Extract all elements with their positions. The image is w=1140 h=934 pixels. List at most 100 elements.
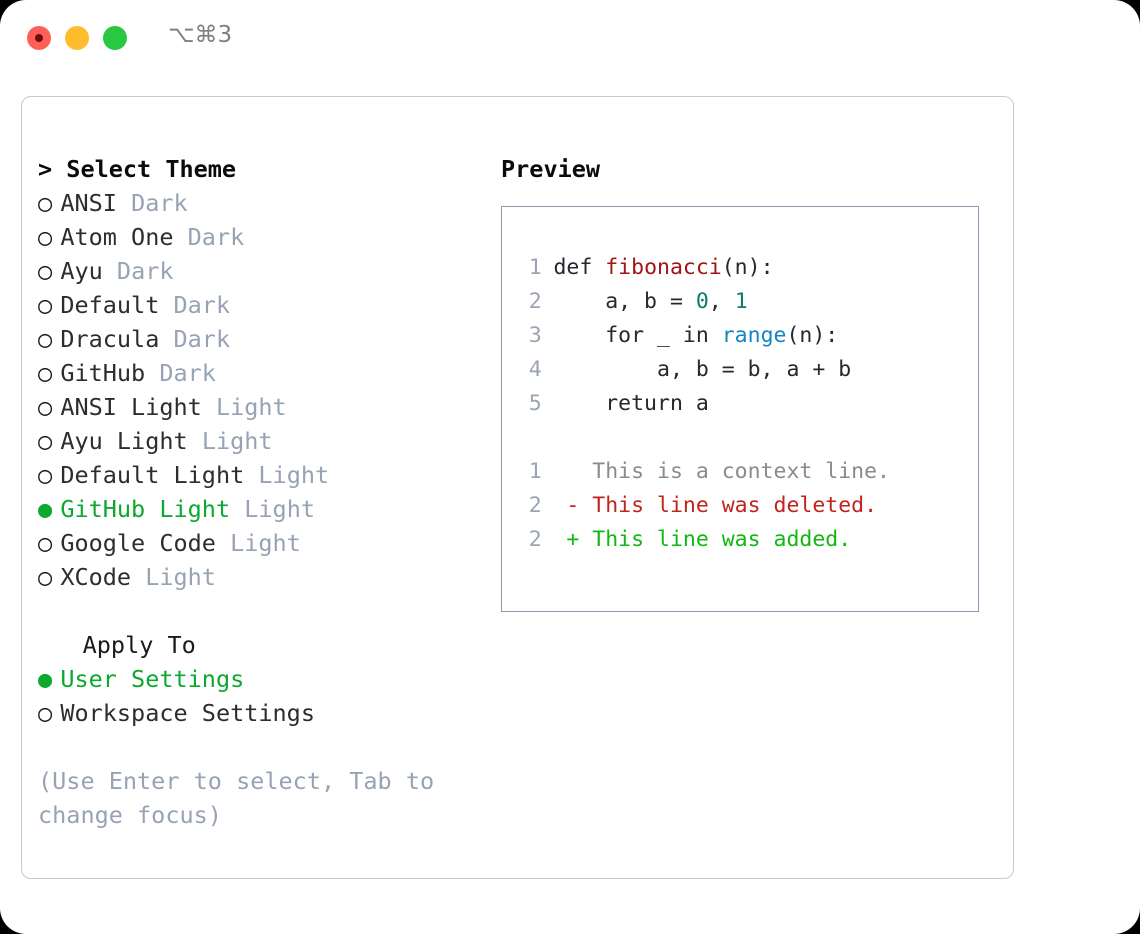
prompt-caret: >: [38, 155, 67, 183]
line-number: 3: [528, 323, 542, 348]
radio-unselected-icon: ○: [38, 223, 53, 251]
code-token-plain: ,: [708, 289, 735, 314]
theme-option-ayu-light[interactable]: ○Ayu Light Light: [38, 424, 478, 458]
code-token-num: 1: [734, 289, 748, 314]
radio-unselected-icon: ○: [38, 563, 53, 591]
theme-option-dracula[interactable]: ○Dracula Dark: [38, 322, 478, 356]
theme-option-tag: Dark: [159, 359, 216, 387]
code-line: 4 a, b = b, a + b: [502, 353, 978, 387]
theme-picker-column: > Select Theme ○ANSI Dark○Atom One Dark○…: [38, 152, 478, 832]
theme-option-github-light[interactable]: ●GitHub Light Light: [38, 492, 478, 526]
radio-unselected-icon: ○: [38, 393, 53, 421]
theme-option-label: Ayu: [60, 257, 103, 285]
code-token-fn: fibonacci: [605, 255, 722, 280]
theme-option-label: Google Code: [60, 529, 216, 557]
radio-unselected-icon: ○: [38, 189, 53, 217]
theme-option-tag: Dark: [131, 189, 188, 217]
title-bar: ⌥⌘3: [0, 0, 1140, 78]
theme-option-ansi-light[interactable]: ○ANSI Light Light: [38, 390, 478, 424]
select-theme-header: > Select Theme: [38, 152, 478, 186]
diff-sign: +: [553, 527, 580, 552]
apply-to-option-workspace-settings[interactable]: ○Workspace Settings: [38, 696, 478, 730]
theme-list: ○ANSI Dark○Atom One Dark○Ayu Dark○Defaul…: [38, 186, 478, 594]
diff-text: This line was added.: [579, 527, 852, 552]
diff-line: 2 - This line was deleted.: [502, 489, 978, 523]
keyboard-shortcut-label: ⌥⌘3: [168, 22, 233, 48]
code-line: 3 for _ in range(n):: [502, 319, 978, 353]
traffic-light-group: [27, 26, 127, 50]
preview-header: Preview: [501, 155, 601, 183]
theme-option-tag: Light: [244, 495, 315, 523]
code-token-plain: (n):: [721, 255, 774, 280]
line-number: 1: [528, 459, 542, 484]
theme-option-tag: Light: [230, 529, 301, 557]
theme-option-default[interactable]: ○Default Dark: [38, 288, 478, 322]
theme-option-label: Atom One: [60, 223, 174, 251]
radio-selected-icon: ●: [38, 495, 53, 523]
diff-sign: [553, 459, 579, 484]
line-number: 5: [528, 391, 542, 416]
code-token-plain: for _ in: [553, 323, 722, 348]
line-number: 2: [528, 493, 542, 518]
theme-option-label: ANSI Light: [60, 393, 202, 421]
radio-unselected-icon: ○: [38, 325, 53, 353]
diff-line: 2 + This line was added.: [502, 523, 978, 557]
radio-unselected-icon: ○: [38, 257, 53, 285]
theme-option-default-light[interactable]: ○Default Light Light: [38, 458, 478, 492]
theme-option-label: ANSI: [60, 189, 117, 217]
theme-option-label: GitHub Light: [60, 495, 231, 523]
theme-option-tag: Light: [215, 393, 287, 421]
line-number: 2: [528, 289, 542, 314]
theme-option-tag: Light: [201, 427, 273, 455]
main-panel: > Select Theme ○ANSI Dark○Atom One Dark○…: [21, 96, 1014, 879]
code-diff-spacer: [502, 421, 978, 455]
theme-apply-spacer: [38, 594, 478, 628]
diff-sign: -: [553, 493, 580, 518]
diff-sample: 1 This is a context line.2 - This line w…: [502, 455, 978, 557]
code-token-call: range: [721, 323, 787, 348]
maximize-button[interactable]: [103, 26, 127, 50]
theme-option-ayu[interactable]: ○Ayu Dark: [38, 254, 478, 288]
theme-option-github[interactable]: ○GitHub Dark: [38, 356, 478, 390]
theme-option-tag: Light: [145, 563, 216, 591]
diff-text: This is a context line.: [579, 459, 891, 484]
radio-selected-icon: ●: [38, 665, 53, 693]
close-button[interactable]: [27, 26, 51, 50]
theme-option-label: Ayu Light: [60, 427, 188, 455]
diff-line: 1 This is a context line.: [502, 455, 978, 489]
radio-unselected-icon: ○: [38, 359, 53, 387]
theme-option-tag: Light: [258, 461, 330, 489]
apply-to-list: ●User Settings○Workspace Settings: [38, 662, 478, 730]
theme-option-label: Default Light: [60, 461, 245, 489]
code-line: 2 a, b = 0, 1: [502, 285, 978, 319]
code-token-num: 0: [695, 289, 709, 314]
radio-unselected-icon: ○: [38, 529, 53, 557]
code-token-plain: a, b = b, a + b: [553, 357, 852, 382]
minimize-button[interactable]: [65, 26, 89, 50]
code-token-plain: (n):: [786, 323, 839, 348]
apply-to-option-label: User Settings: [60, 665, 245, 693]
line-number: 4: [528, 357, 542, 382]
radio-unselected-icon: ○: [38, 291, 53, 319]
radio-unselected-icon: ○: [38, 699, 53, 727]
line-number: 2: [528, 527, 542, 552]
apply-to-option-user-settings[interactable]: ●User Settings: [38, 662, 478, 696]
theme-option-atom-one[interactable]: ○Atom One Dark: [38, 220, 478, 254]
code-line: 5 return a: [502, 387, 978, 421]
theme-option-ansi[interactable]: ○ANSI Dark: [38, 186, 478, 220]
radio-unselected-icon: ○: [38, 461, 53, 489]
theme-option-label: XCode: [60, 563, 132, 591]
theme-option-tag: Dark: [173, 291, 231, 319]
theme-option-tag: Dark: [173, 325, 231, 353]
theme-option-tag: Dark: [187, 223, 245, 251]
select-theme-title: Select Theme: [66, 155, 237, 183]
theme-option-google-code[interactable]: ○Google Code Light: [38, 526, 478, 560]
theme-option-label: GitHub: [60, 359, 146, 387]
theme-option-label: Dracula: [60, 325, 160, 353]
theme-option-xcode[interactable]: ○XCode Light: [38, 560, 478, 594]
